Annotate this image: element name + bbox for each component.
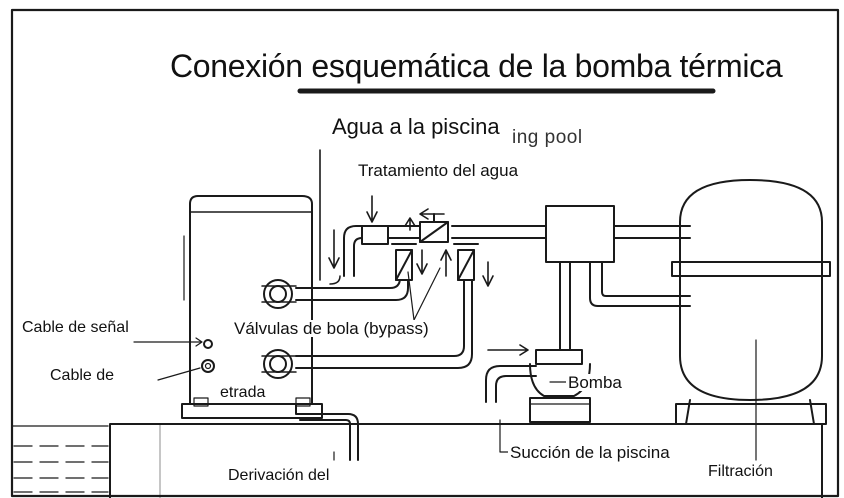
filter-tank (671, 179, 831, 425)
water-treatment-block (361, 225, 389, 245)
ground-slab (109, 423, 823, 498)
label-filtration: Filtración (706, 463, 775, 480)
circulation-pump (529, 349, 591, 423)
heat-pump-unit (181, 195, 323, 419)
label-ball-valves: Válvulas de bola (bypass) (232, 319, 431, 338)
filter-to-pump-pipe (559, 257, 691, 351)
label-power-cable: Cable de (50, 367, 115, 384)
frame-border (10, 8, 840, 498)
return-piping (295, 265, 473, 369)
multiport-valve (545, 205, 615, 263)
label-water-treatment: Tratamiento del agua (356, 161, 521, 180)
label-pool-suction: Succión de la piscina (508, 443, 672, 462)
signal-cable-port (203, 339, 213, 349)
lower-inlet-fitting (261, 349, 297, 379)
ball-valve-right (453, 243, 479, 281)
label-signal-cable: Cable de señal (22, 319, 129, 336)
label-water-to-pool-partial: ing pool (512, 127, 583, 148)
label-inlet: etrada (218, 384, 268, 401)
power-cable-port (201, 359, 215, 373)
ball-valve-left (391, 243, 417, 281)
diagram-title: Conexión esquemática de la bomba térmica (170, 48, 783, 84)
outlet-piping (295, 225, 691, 301)
label-drain: Derivación del (226, 467, 332, 484)
label-pump: Bomba (566, 373, 624, 392)
suction-pipe (485, 365, 537, 403)
ball-valve-top (419, 213, 449, 243)
leader-lines (133, 337, 757, 461)
upper-outlet-fitting (261, 279, 297, 309)
drain-pipe (295, 403, 359, 461)
label-water-to-pool: Agua a la piscina (330, 114, 502, 139)
pool-water (11, 425, 109, 493)
